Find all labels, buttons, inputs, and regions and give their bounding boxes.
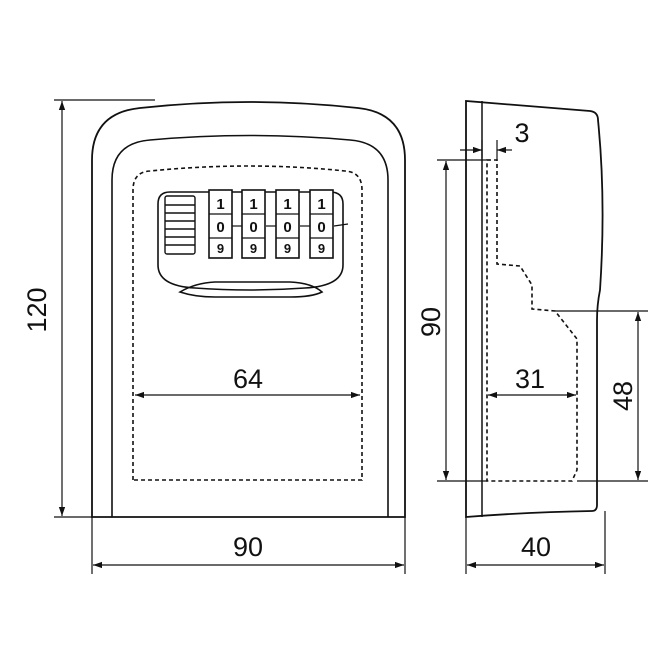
dial-4-bottom: 9 <box>318 241 325 256</box>
dimension-front-height <box>54 99 155 518</box>
dimension-wall-thickness <box>460 140 512 160</box>
dimension-label-90-width: 90 <box>233 532 263 562</box>
front-view <box>91 101 406 518</box>
dial-2-top: 1 <box>249 196 257 213</box>
dimension-label-120: 120 <box>22 287 52 332</box>
dial-4-middle: 0 <box>317 219 325 236</box>
dial-3-bottom: 9 <box>284 241 291 256</box>
dimension-side-inner-height <box>437 159 490 482</box>
dial-3-top: 1 <box>283 196 291 213</box>
side-view <box>465 100 604 518</box>
dimension-label-40: 40 <box>521 532 551 562</box>
dimension-label-90-height: 90 <box>416 307 446 337</box>
side-outer-outline <box>465 100 604 518</box>
dimension-label-48: 48 <box>608 381 638 411</box>
dial-4-top: 1 <box>317 196 325 213</box>
dial-1-top: 1 <box>216 196 224 213</box>
dial-2-bottom: 9 <box>250 241 257 256</box>
dimension-front-width <box>91 517 406 574</box>
dimension-label-3: 3 <box>514 118 529 148</box>
dimension-label-64: 64 <box>233 364 263 394</box>
side-cavity-dashed <box>486 159 578 482</box>
dial-1-bottom: 9 <box>217 241 224 256</box>
release-button <box>164 195 196 255</box>
dimension-label-31: 31 <box>515 364 545 394</box>
dimension-side-lower-height <box>555 310 648 482</box>
front-outer-outline <box>91 101 406 518</box>
release-lever <box>178 281 324 298</box>
dial-3: 1 0 9 <box>275 189 300 259</box>
dial-2-middle: 0 <box>249 219 257 236</box>
dial-window <box>157 191 344 291</box>
dial-1: 1 0 9 <box>208 189 233 259</box>
dimension-side-depth <box>465 511 606 574</box>
dial-2: 1 0 9 <box>241 189 266 259</box>
dial-1-middle: 0 <box>216 219 224 236</box>
dial-3-middle: 0 <box>283 219 291 236</box>
front-inner-face <box>111 134 389 517</box>
dial-4: 1 0 9 <box>309 189 334 259</box>
